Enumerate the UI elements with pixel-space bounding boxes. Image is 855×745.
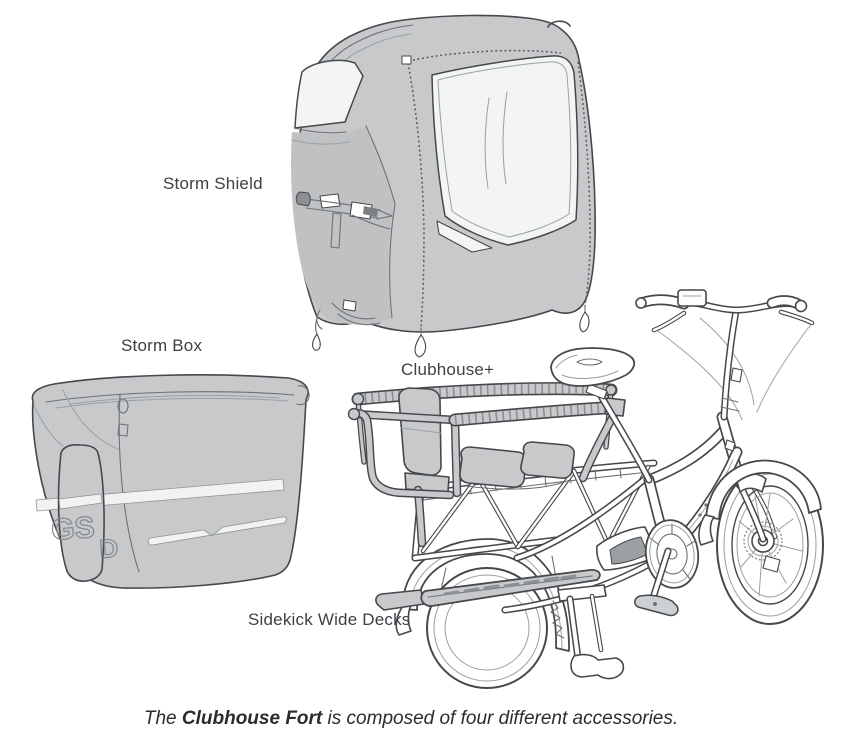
motor-guard	[595, 526, 659, 571]
storm-shield-label: Storm Shield	[163, 174, 263, 193]
saddle-assembly	[550, 347, 653, 484]
storm-shield-right-zipper	[577, 61, 591, 307]
storm-shield-top-zipper	[412, 49, 562, 61]
rear-mudflap	[395, 604, 412, 636]
sidekick-label: Sidekick Wide Decks	[248, 610, 411, 629]
storm-shield-front-zipper	[407, 62, 425, 329]
rear-fender	[402, 538, 570, 652]
storm-shield-front-panel	[291, 126, 394, 325]
clubhouse-bench-pad	[459, 446, 527, 488]
cockpit	[635, 289, 815, 421]
front-mudflap	[698, 514, 715, 546]
storm-box-label: Storm Box	[121, 336, 203, 355]
caption-suffix: is composed of four different accessorie…	[322, 708, 679, 729]
saddle	[550, 347, 636, 387]
storm-box-seam	[118, 393, 140, 573]
clubhouse-rails	[347, 382, 626, 548]
front-fender	[705, 459, 822, 520]
storm-box-pocket	[57, 444, 105, 582]
storm-shield-illustration	[291, 14, 596, 358]
sidekick-decks	[375, 569, 601, 611]
caption-product-name: Clubhouse Fort	[181, 708, 323, 729]
clubhouse-bench-pad	[520, 441, 575, 479]
display-unit	[677, 289, 707, 307]
kickstand	[550, 584, 625, 680]
storm-box-logo-top: GS	[50, 511, 96, 547]
crankset	[634, 519, 700, 617]
storm-shield-front-window	[294, 59, 364, 129]
clubhouse-backrest-pad	[398, 387, 442, 476]
front-end	[698, 459, 824, 625]
zipper-pull	[414, 334, 427, 358]
storm-shield-side-window	[431, 55, 579, 246]
storm-box-illustration: GS D	[31, 374, 310, 589]
storm-shield-hem	[312, 299, 381, 351]
storm-box-logo-bottom: D	[98, 533, 119, 564]
figure-caption: The Clubhouse Fort is composed of four d…	[0, 708, 822, 730]
storm-shield-straps	[295, 191, 393, 249]
zipper-pull	[579, 311, 590, 333]
storm-box-lower-stripe	[147, 516, 287, 546]
caption-prefix: The	[143, 708, 182, 729]
cargo-bike-illustration	[347, 289, 824, 689]
clubhouse-label: Clubhouse+	[401, 360, 495, 379]
